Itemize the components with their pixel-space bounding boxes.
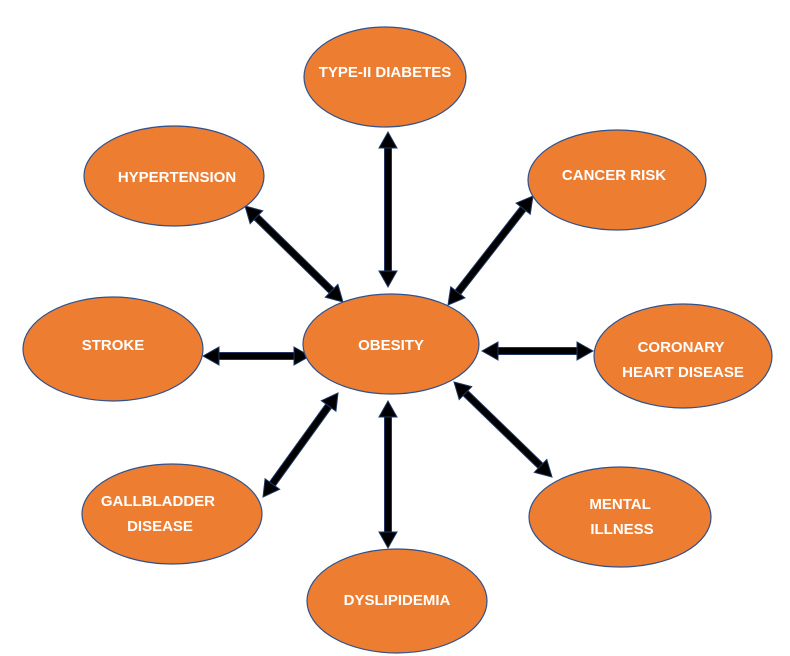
arrow-head-center-end [320, 392, 339, 413]
arrow-obesity-type-ii-diabetes [378, 130, 398, 289]
node-mental-illness-label-line-2: ILLNESS [590, 521, 653, 538]
node-gallbladder-disease: GALLBLADDER DISEASE [81, 463, 263, 565]
node-gallbladder-disease-label-line-1: GALLBLADDER [101, 493, 215, 510]
node-obesity: OBESITY [302, 293, 480, 395]
node-mental-illness-ellipse [528, 466, 712, 568]
node-gallbladder-disease-label: GALLBLADDER DISEASE [101, 493, 219, 535]
node-gallbladder-disease-ellipse [81, 463, 263, 565]
node-obesity-label: OBESITY [358, 337, 424, 354]
arrow-obesity-mental-illness [453, 381, 553, 478]
node-mental-illness-label-line-1: MENTAL [589, 496, 650, 513]
node-mental-illness: MENTAL ILLNESS [528, 466, 712, 568]
node-hypertension: HYPERTENSION [83, 125, 265, 227]
nodes-layer: OBESITY TYPE-II DIABETES CANCER RISK COR… [22, 26, 773, 654]
node-stroke-ellipse [22, 296, 204, 402]
arrow-obesity-dyslipidemia [378, 399, 398, 550]
arrow-head-outer-end [244, 205, 264, 225]
arrow-obesity-hypertension [244, 205, 344, 303]
arrow-head-center-end [447, 285, 466, 306]
node-obesity-ellipse [302, 293, 480, 395]
node-hypertension-label-line: HYPERTENSION [118, 169, 236, 186]
node-cancer-risk: CANCER RISK [527, 129, 707, 231]
node-coronary-heart-disease-label-line-2: HEART DISEASE [622, 364, 744, 381]
arrow-shaft [252, 213, 336, 295]
arrow-head-outer-end [515, 195, 534, 216]
arrow-obesity-cancer-risk [447, 195, 534, 306]
arrows-layer [201, 130, 595, 550]
arrow-head-outer-end [378, 531, 398, 550]
node-dyslipidemia: DYSLIPIDEMIA [306, 548, 488, 654]
node-mental-illness-label: MENTAL ILLNESS [589, 496, 654, 538]
node-coronary-heart-disease-label: CORONARY HEART DISEASE [622, 339, 744, 381]
node-type-ii-diabetes: TYPE-II DIABETES [303, 26, 467, 128]
node-coronary-heart-disease-ellipse [593, 303, 773, 409]
node-type-ii-diabetes-ellipse [303, 26, 467, 128]
node-dyslipidemia-ellipse [306, 548, 488, 654]
node-obesity-label-line: OBESITY [358, 337, 424, 354]
arrow-obesity-stroke [201, 346, 312, 366]
node-cancer-risk-label: CANCER RISK [562, 167, 666, 184]
node-coronary-heart-disease: CORONARY HEART DISEASE [593, 303, 773, 409]
arrow-head-center-end [324, 283, 344, 303]
node-dyslipidemia-label-line: DYSLIPIDEMIA [344, 592, 451, 609]
arrow-head-center-end [453, 381, 473, 401]
node-coronary-heart-disease-label-line-1: CORONARY [638, 339, 725, 356]
node-cancer-risk-label-line: CANCER RISK [562, 167, 666, 184]
arrow-obesity-coronary-heart-disease [480, 341, 595, 361]
node-hypertension-label: HYPERTENSION [118, 169, 236, 186]
arrow-head-center-end [480, 341, 499, 361]
node-type-ii-diabetes-label-line: TYPE-II DIABETES [319, 64, 452, 81]
arrow-head-outer-end [262, 477, 281, 498]
arrow-head-center-end [378, 399, 398, 418]
arrow-head-center-end [293, 346, 312, 366]
node-cancer-risk-ellipse [527, 129, 707, 231]
node-stroke: STROKE [22, 296, 204, 402]
arrow-head-outer-end [378, 130, 398, 149]
arrow-shaft [454, 205, 527, 296]
node-hypertension-ellipse [83, 125, 265, 227]
node-stroke-label: STROKE [82, 337, 145, 354]
node-dyslipidemia-label: DYSLIPIDEMIA [344, 592, 451, 609]
arrow-shaft [268, 402, 333, 488]
node-gallbladder-disease-label-line-2: DISEASE [127, 518, 193, 535]
arrow-shaft [461, 389, 545, 470]
node-stroke-label-line: STROKE [82, 337, 145, 354]
arrow-head-outer-end [201, 346, 220, 366]
arrow-head-outer-end [576, 341, 595, 361]
node-type-ii-diabetes-label: TYPE-II DIABETES [319, 64, 452, 81]
arrow-head-outer-end [533, 458, 553, 478]
arrow-obesity-gallbladder-disease [262, 392, 339, 498]
arrow-head-center-end [378, 270, 398, 289]
